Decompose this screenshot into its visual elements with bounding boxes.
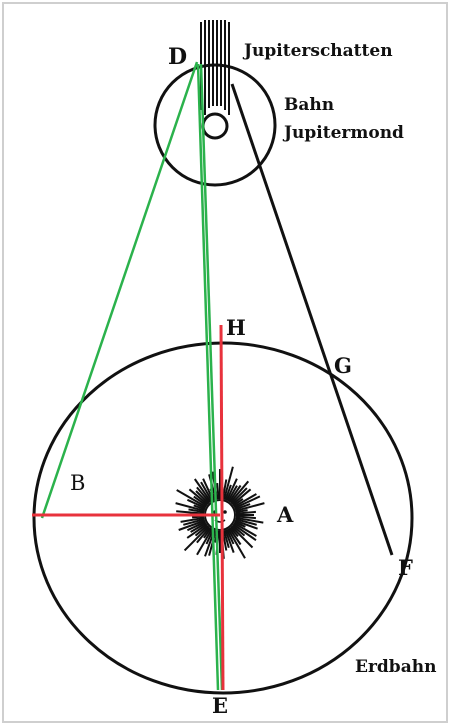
sun-ray <box>225 478 238 501</box>
sun-ray <box>203 527 212 539</box>
sun-ray <box>194 524 209 537</box>
jupiter <box>201 112 229 140</box>
sun-ray <box>234 495 261 510</box>
label-B: B <box>70 471 85 495</box>
line-D-E-right <box>199 63 224 691</box>
label-H: H <box>226 315 246 340</box>
sun-ray <box>228 484 242 503</box>
sun-ray <box>196 486 211 504</box>
sun-ray <box>196 528 213 556</box>
sun-ray <box>193 478 212 503</box>
sun-ray <box>234 519 258 530</box>
sun-ray <box>233 522 257 537</box>
sun-ray <box>195 490 210 505</box>
sun-ray <box>228 527 242 546</box>
sun-ray <box>175 502 205 512</box>
sun-ray <box>227 485 238 502</box>
label-G: G <box>334 353 352 378</box>
sun-ray <box>235 509 248 514</box>
earth-orbit <box>32 341 414 695</box>
sun-ray <box>193 504 206 511</box>
sun-ray <box>234 503 251 511</box>
sun-ray <box>183 518 205 526</box>
sun-ray <box>230 525 254 549</box>
label-E: E <box>212 693 228 718</box>
sun <box>175 466 265 559</box>
line-D-B <box>40 61 199 519</box>
line-D-E-left <box>196 63 220 691</box>
sun-ray <box>186 520 206 532</box>
sun-ray <box>235 516 264 524</box>
label-F: F <box>398 555 413 580</box>
sun-ray <box>180 516 205 523</box>
label-D: D <box>168 44 187 70</box>
sun-ray <box>224 484 232 501</box>
axis-H-E <box>219 324 225 691</box>
jupiter-shadow <box>200 20 230 115</box>
sun-ray <box>192 515 205 519</box>
label-earth-orbit: Erdbahn <box>355 657 436 677</box>
sun-ray <box>232 523 257 542</box>
sun-ray <box>235 518 257 526</box>
sun-ray <box>178 519 206 531</box>
sun-ray <box>224 529 235 553</box>
label-moon-orbit-line1: Bahn <box>284 95 334 115</box>
sun-ray <box>193 495 208 507</box>
sun-ray <box>229 526 239 538</box>
sun-ray <box>227 528 246 559</box>
sun-ray <box>231 524 246 537</box>
sun-ray <box>188 508 205 514</box>
sun-ray <box>230 487 248 505</box>
label-moon-orbit-line2: Jupitermond <box>282 123 404 143</box>
sun-ray <box>186 498 206 510</box>
sun-ray <box>176 489 207 508</box>
green-sight-lines <box>40 61 224 691</box>
sun-ray <box>234 520 246 528</box>
sun-ray <box>223 530 230 549</box>
sun-ray <box>186 523 208 539</box>
sun-ray <box>188 488 209 506</box>
sun-ray <box>223 466 234 500</box>
sun-ray <box>233 493 257 508</box>
sun-ray <box>200 481 213 502</box>
sun-ray <box>176 510 205 515</box>
sun-ray <box>229 480 250 504</box>
sun-eye <box>223 510 227 514</box>
sun-ray <box>190 522 207 533</box>
red-axes <box>32 324 225 691</box>
label-A: A <box>276 502 294 527</box>
sun-ray <box>196 526 211 544</box>
sun-ray <box>235 502 265 512</box>
sun-ray <box>232 498 244 507</box>
label-jupiter-shadow: Jupiterschatten <box>242 41 393 61</box>
line-D-F <box>230 83 394 556</box>
sun-ray <box>216 483 220 500</box>
sun-ray <box>225 529 235 545</box>
sun-ray <box>235 515 256 520</box>
sun-ray <box>183 525 210 552</box>
sun-ray <box>231 488 252 506</box>
jupiter-moon-orbit <box>153 63 277 187</box>
sun-ray <box>235 510 256 515</box>
